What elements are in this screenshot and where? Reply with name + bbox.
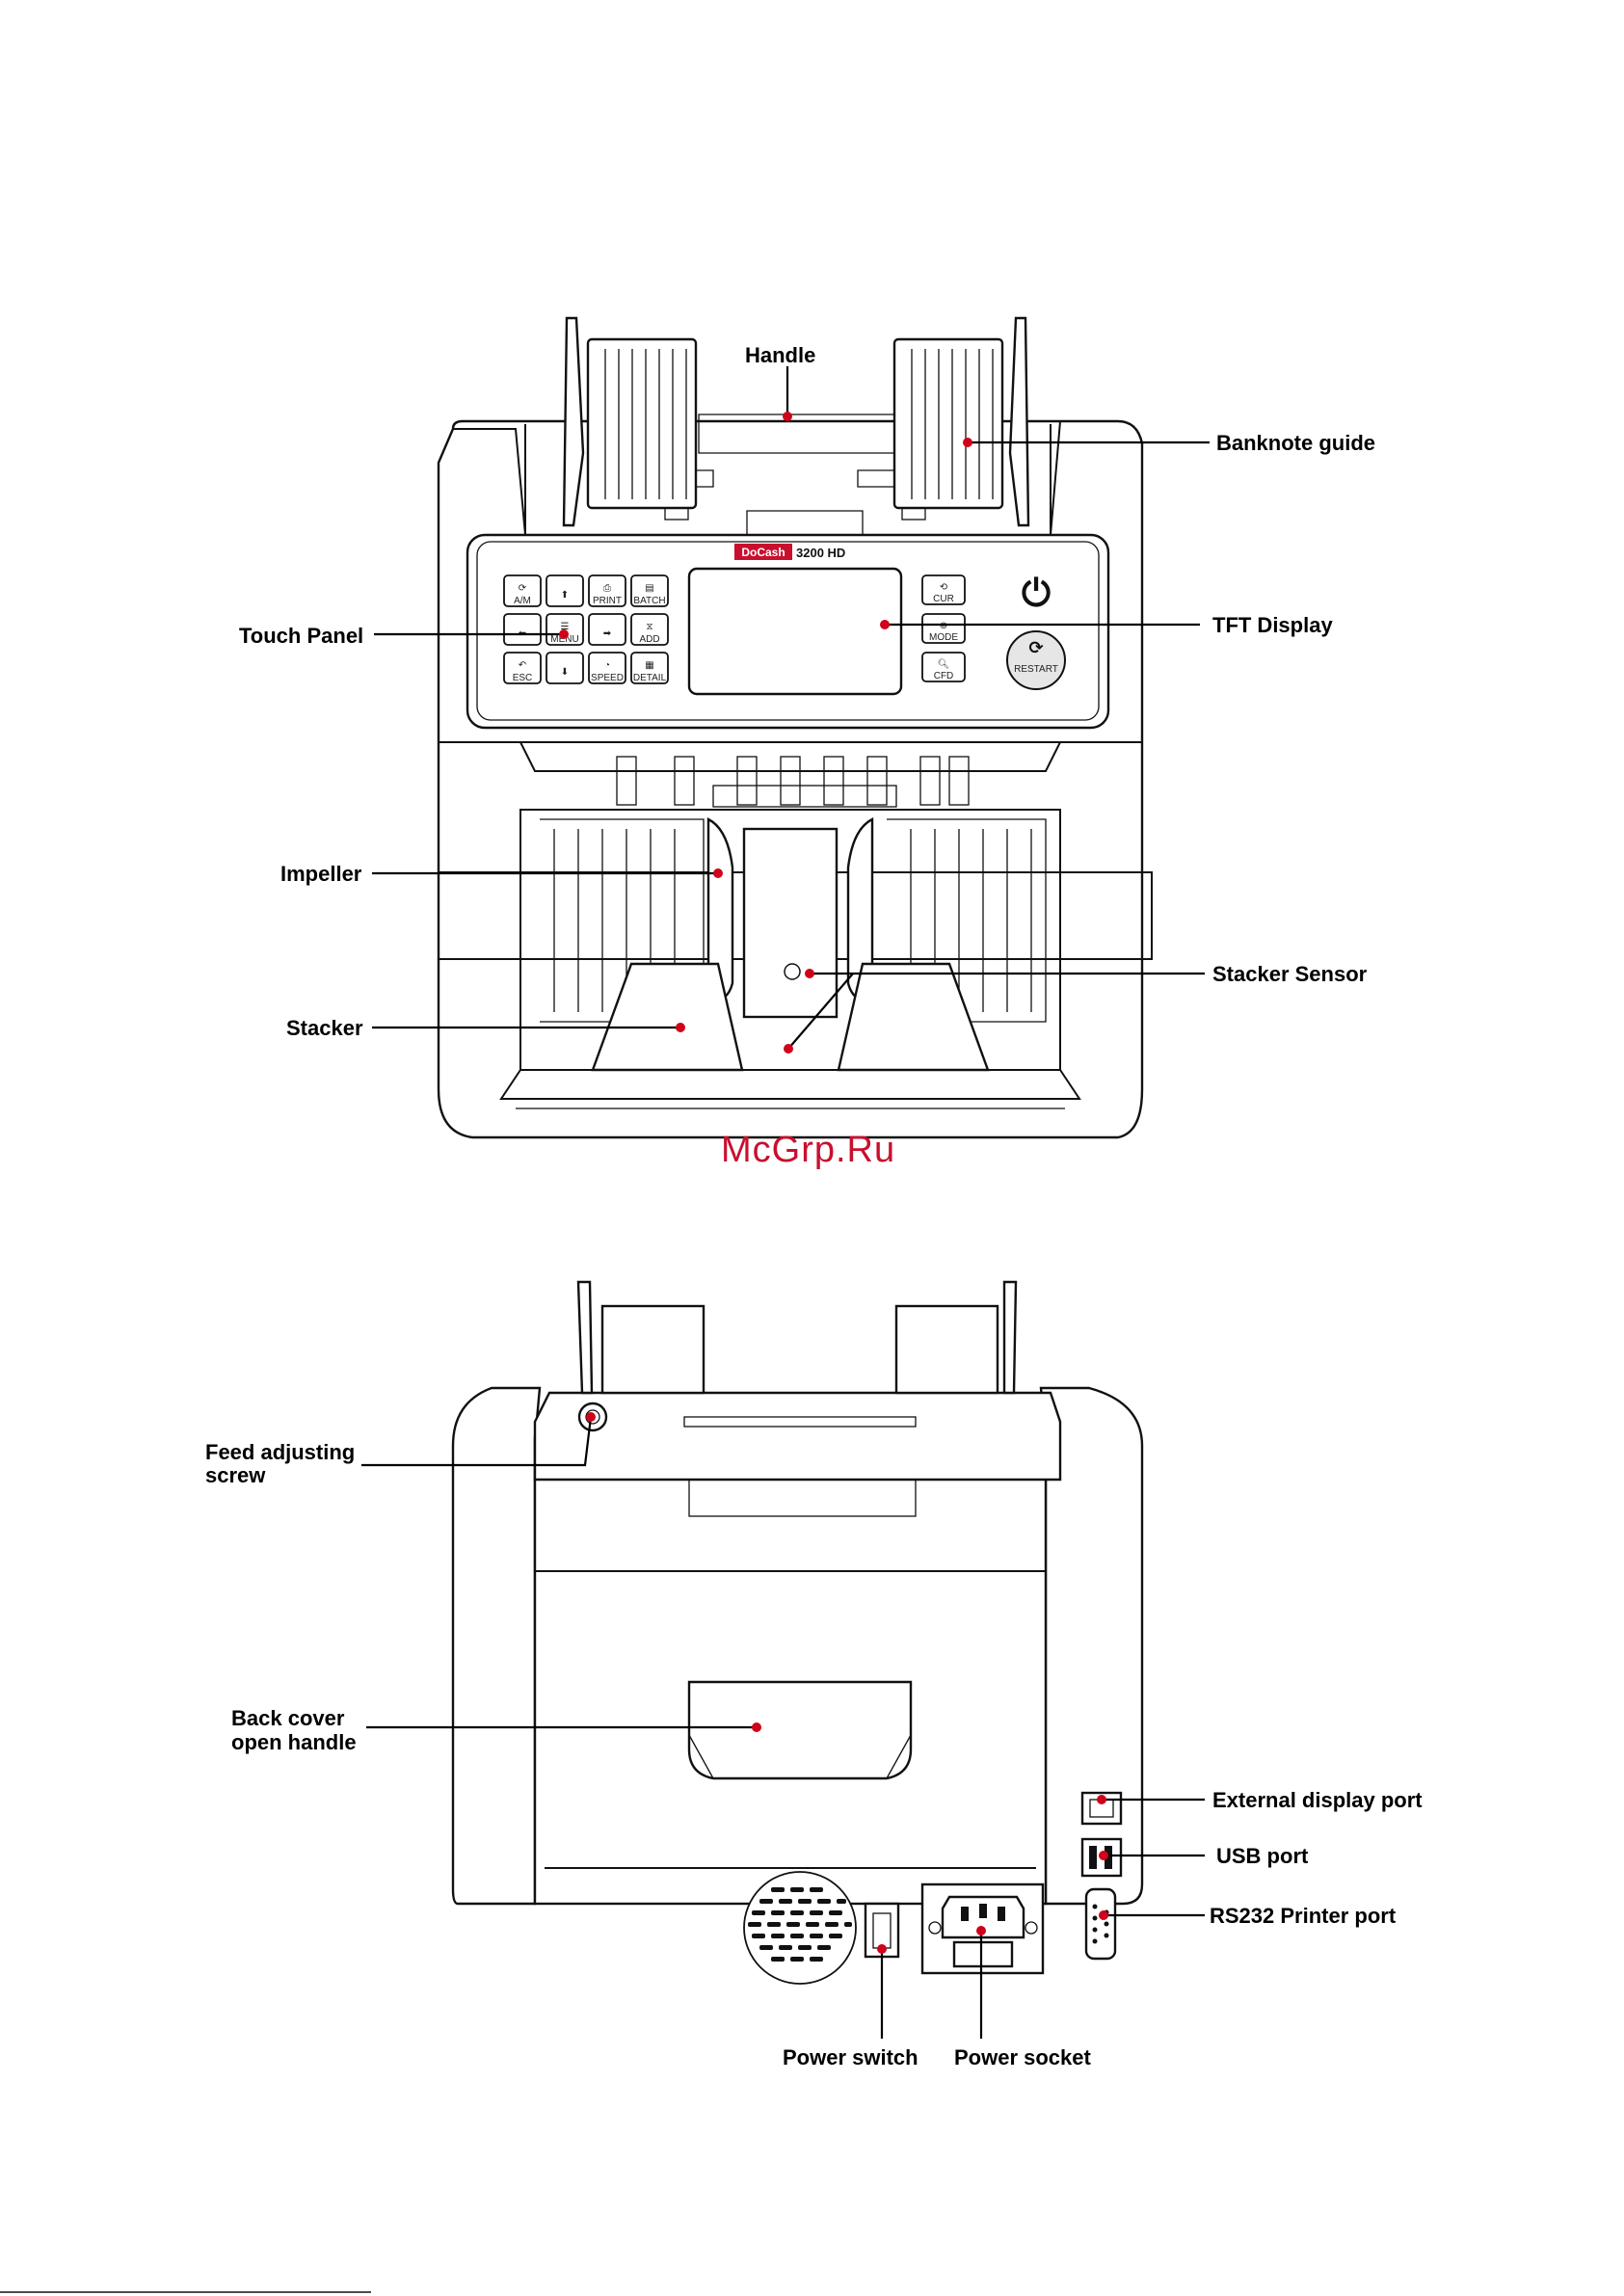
svg-text:CFD: CFD [934, 671, 954, 681]
touch-panel-marker [559, 629, 569, 639]
key-right[interactable]: ➡ [588, 613, 626, 646]
right-banknote-guide [892, 316, 1030, 527]
label-stacker: Stacker [286, 1016, 363, 1040]
svg-text:BATCH: BATCH [633, 596, 665, 606]
rs232-port [1084, 1887, 1117, 1961]
svg-text:⬆: ⬆ [561, 590, 569, 601]
front-body-outline [437, 419, 1153, 1139]
svg-text:🔍︎: 🔍︎ [938, 658, 950, 670]
svg-text:SPEED: SPEED [591, 673, 624, 683]
svg-text:⎙: ⎙ [603, 583, 611, 594]
label-feed-screw-2: screw [205, 1463, 266, 1487]
svg-text:DETAIL: DETAIL [633, 673, 667, 683]
power-socket-marker [976, 1926, 986, 1936]
label-rs232-port: RS232 Printer port [1210, 1904, 1397, 1928]
stacker-sensor-marker-2 [784, 1044, 793, 1054]
svg-text:⊛: ⊛ [940, 621, 947, 631]
banknote-guide-marker [963, 438, 972, 447]
left-banknote-guide [562, 316, 698, 527]
external-display-marker [1097, 1795, 1106, 1804]
feed-screw-marker [586, 1412, 596, 1422]
restart-button[interactable]: ⟳ RESTART [1006, 630, 1066, 690]
brand-name: DoCash [741, 546, 785, 559]
svg-text:⟳: ⟳ [519, 583, 527, 594]
svg-text:➡: ➡ [603, 628, 612, 639]
key-batch[interactable]: ▤ BATCH [630, 574, 669, 607]
back-cover-marker [752, 1722, 761, 1732]
tft-screen [687, 567, 903, 696]
key-mode[interactable]: ⊛ MODE [921, 613, 966, 644]
svg-text:⟳: ⟳ [1028, 638, 1043, 658]
svg-text:▦: ▦ [645, 660, 653, 671]
key-down[interactable]: ⬇ [546, 652, 584, 684]
key-left[interactable]: ⬅ [503, 613, 542, 646]
back-view: Feed adjusting screw Back cover open han… [205, 1280, 1423, 2069]
svg-text:MENU: MENU [550, 634, 578, 645]
svg-text:↶: ↶ [519, 660, 526, 671]
key-detail[interactable]: ▦ DETAIL [630, 652, 669, 684]
key-cfd[interactable]: 🔍︎ CFD [921, 652, 966, 682]
usb-port [1080, 1837, 1123, 1878]
label-external-display-port: External display port [1212, 1788, 1423, 1812]
label-power-switch: Power switch [783, 2045, 918, 2069]
svg-text:⧖: ⧖ [646, 622, 652, 632]
svg-text:ESC: ESC [513, 673, 533, 683]
svg-text:☰: ☰ [561, 622, 570, 632]
key-menu[interactable]: ☰ MENU [546, 613, 584, 646]
svg-text:MODE: MODE [929, 632, 958, 643]
impeller-marker [713, 868, 723, 878]
tft-display-marker [880, 620, 890, 629]
key-add[interactable]: ⧖ ADD [630, 613, 669, 646]
key-esc[interactable]: ↶ ESC [503, 652, 542, 684]
svg-text:⬇: ⬇ [561, 667, 569, 678]
key-cur[interactable]: ⟲ CUR [921, 574, 966, 605]
key-speed[interactable]: ◔ SPEED [588, 652, 626, 684]
label-usb-port: USB port [1216, 1844, 1309, 1868]
front-leaders [372, 366, 1210, 1054]
key-am[interactable]: ⟳ A/M [503, 574, 542, 607]
svg-text:PRINT: PRINT [593, 596, 622, 606]
stacker-sensor-marker [805, 969, 814, 978]
handle-marker [783, 412, 792, 421]
svg-text:A/M: A/M [514, 596, 531, 606]
model-name: 3200 HD [796, 546, 845, 560]
usb-marker [1099, 1851, 1108, 1860]
stacker-marker [676, 1023, 685, 1032]
power-button[interactable]: ⏻ [1022, 572, 1051, 614]
speaker-grille [743, 1871, 857, 1985]
key-up[interactable]: ⬆ [546, 574, 584, 607]
svg-text:▤: ▤ [645, 583, 653, 594]
svg-text:⟲: ⟲ [940, 582, 948, 593]
label-stacker-sensor: Stacker Sensor [1212, 962, 1368, 986]
label-back-cover-1: Back cover [231, 1706, 345, 1730]
label-impeller: Impeller [280, 862, 362, 886]
svg-text:CUR: CUR [933, 594, 954, 604]
label-feed-screw-1: Feed adjusting [205, 1440, 355, 1464]
label-handle: Handle [745, 343, 815, 367]
rs232-marker [1099, 1910, 1108, 1920]
watermark: McGrp.Ru [721, 1130, 895, 1170]
keypad: ⟳ A/M ⬆ ⎙ PRINT ▤ BATCH ⬅ [503, 572, 1066, 690]
back-leaders [361, 1412, 1205, 2039]
label-power-socket: Power socket [954, 2045, 1092, 2069]
feeder-rollers [519, 741, 1061, 808]
power-switch-marker [877, 1944, 887, 1954]
label-back-cover-2: open handle [231, 1730, 357, 1754]
svg-text:◔: ◔ [604, 660, 610, 671]
svg-text:⏻: ⏻ [1022, 572, 1051, 614]
label-tft-display: TFT Display [1212, 613, 1333, 637]
key-print[interactable]: ⎙ PRINT [588, 574, 626, 607]
label-touch-panel: Touch Panel [239, 624, 363, 648]
svg-text:ADD: ADD [639, 634, 659, 645]
front-view: DoCash 3200 HD ⟳ A/M ⬆ ⎙ PRINT [239, 316, 1375, 1139]
stacker-area [499, 809, 1081, 1109]
label-banknote-guide: Banknote guide [1216, 431, 1375, 455]
svg-text:RESTART: RESTART [1014, 664, 1058, 675]
